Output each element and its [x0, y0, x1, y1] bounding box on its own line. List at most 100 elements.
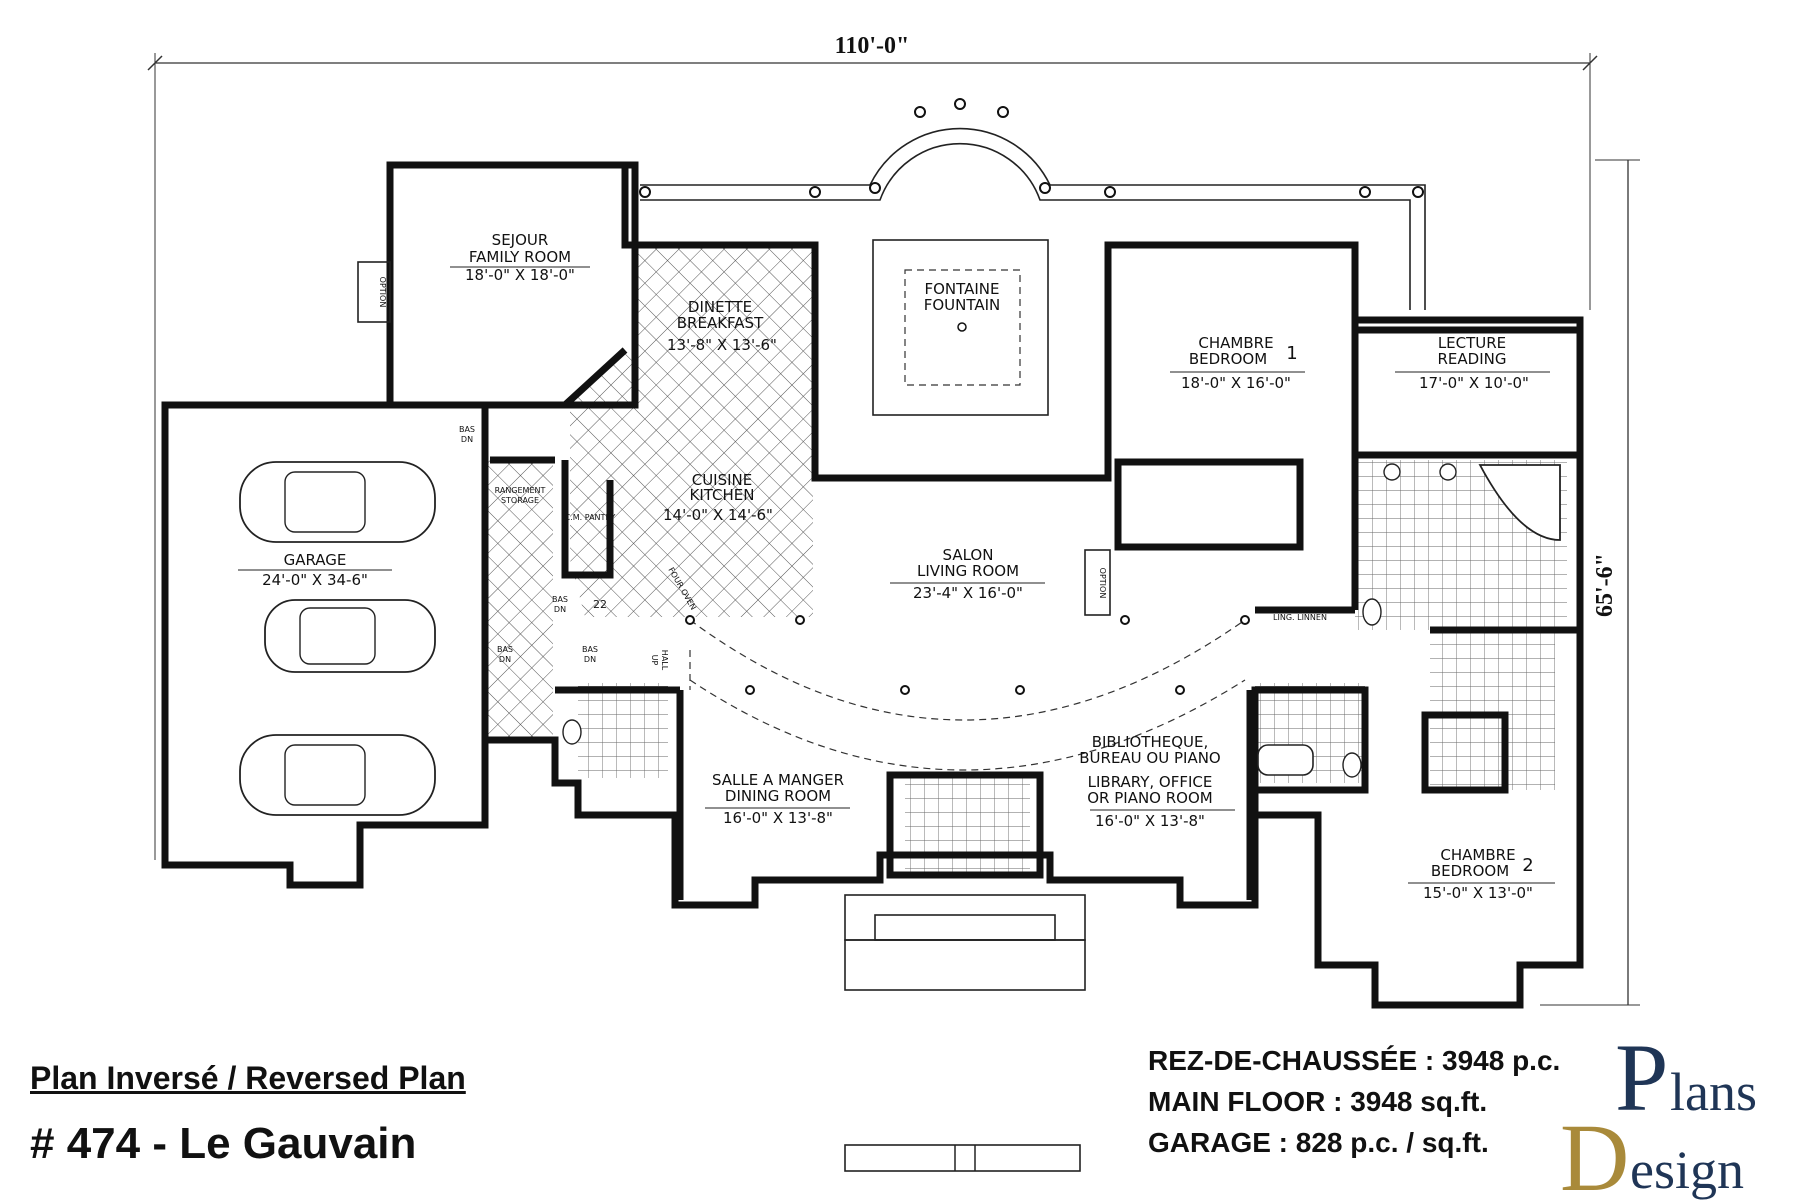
stairs-bas-label: BAS	[459, 425, 475, 434]
bath2-walls	[1251, 686, 1369, 794]
room-garage: GARAGE 24'-0" X 34-6"	[238, 551, 392, 589]
room-size: 17'-0" X 10'-0"	[1419, 374, 1529, 392]
room-name-line: BIBLIOTHEQUE,	[1092, 733, 1209, 751]
column	[639, 186, 651, 198]
toilet-icon	[1362, 598, 1382, 626]
column	[997, 106, 1009, 118]
room-name-fr: CHAMBRE	[1198, 334, 1273, 352]
storage-label-en: STORAGE	[501, 496, 539, 505]
stairs-count: 22	[593, 598, 607, 611]
room-bedroom1: CHAMBRE BEDROOM 1 18'-0" X 16'-0"	[1170, 334, 1305, 392]
walkin-floor	[1430, 630, 1555, 790]
overall-width-dimension: 110'-0"	[147, 33, 1598, 860]
pantry-wall	[561, 460, 614, 579]
sink-icon	[1439, 463, 1457, 481]
garage-area: GARAGE : 828 p.c. / sq.ft.	[1148, 1127, 1489, 1158]
rear-terrace-rail-inner	[640, 142, 1411, 310]
bathtub-icon	[1257, 744, 1314, 776]
room-size: 18'-0" X 18'-0"	[465, 266, 575, 284]
room-size: 13'-8" X 13'-6"	[667, 336, 777, 354]
logo-letter-p: P	[1615, 1030, 1668, 1131]
overall-width-label: 110'-0"	[835, 33, 910, 59]
column	[1120, 615, 1130, 625]
fountain-court	[872, 239, 1049, 416]
room-size: 23'-4" X 16'-0"	[913, 584, 1023, 602]
closet-walls	[1114, 458, 1304, 551]
column	[1175, 685, 1185, 695]
room-number: 1	[1286, 343, 1297, 364]
column	[954, 98, 966, 110]
gallery-arc-outer	[689, 619, 1246, 721]
foyer-floor	[905, 778, 1030, 878]
bedroom1-walls	[1108, 241, 1359, 610]
area-summary: REZ-DE-CHAUSSÉE : 3948 p.c. MAIN FLOOR :…	[1148, 1040, 1560, 1163]
room-name-fr: LECTURE	[1438, 334, 1506, 352]
fountain-center	[957, 322, 967, 332]
column	[745, 685, 755, 695]
pantry-label: C.M. PANTRY	[565, 513, 616, 522]
plan-title-block: Plan Inversé / Reversed Plan # 474 - Le …	[30, 1060, 466, 1169]
kitchen-diagonal-floor	[570, 340, 638, 617]
room-name-en: DINING ROOM	[725, 787, 831, 805]
plans-design-logo: P lans D esign	[1560, 1030, 1757, 1200]
room-name-en: BREAKFAST	[677, 314, 764, 332]
up-label: UP	[650, 655, 659, 666]
room-name-en: READING	[1438, 350, 1507, 368]
storage-label-fr: RANGEMENT	[495, 486, 546, 495]
logo-letter-d: D	[1560, 1104, 1629, 1200]
room-size: 16'-0" X 13'-8"	[1095, 812, 1205, 830]
room-living: SALON LIVING ROOM 23'-4" X 16'-0"	[890, 546, 1045, 602]
hall-floor	[483, 460, 553, 740]
room-name-fr: CHAMBRE	[1440, 846, 1515, 864]
room-name-fr: SALLE A MANGER	[712, 771, 844, 789]
room-name-fr: FONTAINE	[924, 280, 999, 298]
room-name: GARAGE	[284, 551, 347, 569]
room-name-en: FAMILY ROOM	[469, 248, 571, 266]
column	[1104, 186, 1116, 198]
room-name-line: BUREAU OU PIANO	[1079, 749, 1221, 767]
fireplace-family	[357, 261, 391, 323]
room-name-en: FOUNTAIN	[924, 296, 1001, 314]
room-name-fr: DINETTE	[688, 298, 752, 316]
room-size: 18'-0" X 16'-0"	[1181, 374, 1291, 392]
room-library: BIBLIOTHEQUE, BUREAU OU PIANO LIBRARY, O…	[1079, 733, 1235, 830]
column	[1039, 182, 1051, 194]
room-bedroom2: CHAMBRE BEDROOM 2 15'-0" X 13'-0"	[1408, 846, 1555, 902]
room-size: 24'-0" X 34-6"	[262, 571, 368, 589]
stairs-dn-label: DN	[584, 655, 596, 664]
logo-word-lans: lans	[1670, 1062, 1757, 1122]
toilet-icon	[1342, 752, 1362, 778]
column	[1240, 615, 1250, 625]
room-name-en: KITCHEN	[690, 486, 755, 504]
main-floor-area-fr: REZ-DE-CHAUSSÉE : 3948 p.c.	[1148, 1045, 1561, 1076]
column	[914, 106, 926, 118]
ensuite-closet	[1421, 711, 1509, 794]
fountain-basin	[904, 269, 1021, 386]
column	[1412, 186, 1424, 198]
car-icon	[239, 461, 436, 543]
room-breakfast: DINETTE BREAKFAST 13'-8" X 13'-6"	[667, 298, 777, 354]
room-name-fr: CUISINE	[692, 471, 753, 489]
fountain-label: FONTAINE FOUNTAIN	[924, 280, 1001, 314]
stairs-dn-label: DN	[554, 605, 566, 614]
gallery-arc-inner	[689, 679, 1246, 771]
scale-bar	[844, 1144, 1081, 1172]
sink-icon	[1383, 463, 1401, 481]
stairs-dn-label: DN	[499, 655, 511, 664]
column	[685, 615, 695, 625]
stairs-bas-label: BAS	[582, 645, 598, 654]
front-step-1	[844, 894, 1086, 941]
room-size: 14'-0" X 14'-6"	[663, 506, 773, 524]
overall-depth-dimension: 65'-6"	[1540, 159, 1640, 1006]
room-name-en: LIVING ROOM	[917, 562, 1019, 580]
logo-word-esign: esign	[1630, 1140, 1744, 1200]
family-room-walls	[386, 161, 639, 409]
room-name-en: BEDROOM	[1189, 350, 1267, 368]
room-name-line: OR PIANO ROOM	[1087, 789, 1213, 807]
room-reading: LECTURE READING 17'-0" X 10'-0"	[1395, 334, 1550, 392]
column	[1359, 186, 1371, 198]
overall-depth-label: 65'-6"	[1592, 553, 1618, 617]
room-dining: SALLE A MANGER DINING ROOM 16'-0" X 13'-…	[705, 771, 850, 827]
room-name-line: LIBRARY, OFFICE	[1088, 773, 1213, 791]
powder-room-floor	[578, 683, 668, 778]
